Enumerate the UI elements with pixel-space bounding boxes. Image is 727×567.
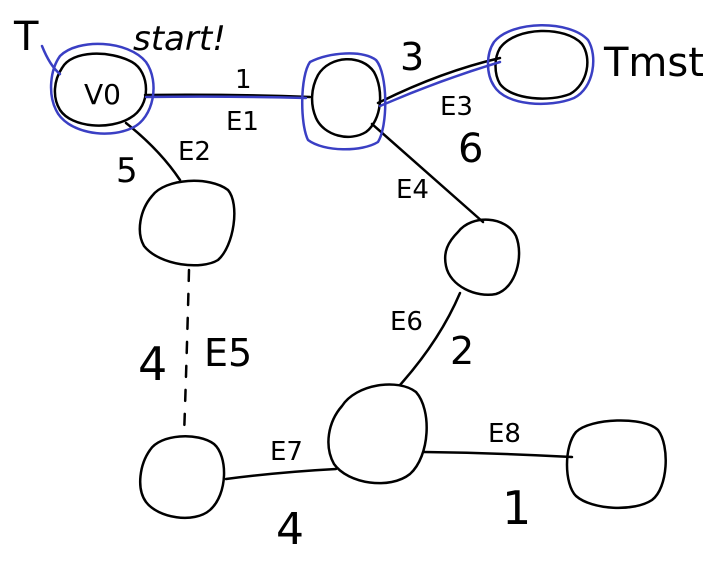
edge-e2-weight: 5 [116, 151, 138, 191]
node-top-middle [310, 58, 382, 139]
edge-e1-line [143, 93, 312, 99]
e3-highlight-line [378, 60, 502, 108]
top-middle-highlight-box [301, 52, 387, 151]
edge-e4-name: E4 [396, 175, 429, 205]
node-top-right [494, 29, 589, 100]
tmst-label: Tmst [603, 40, 704, 86]
edge-e6-weight: 2 [450, 329, 474, 373]
t-label: T [13, 14, 39, 60]
edge-e3-name: E3 [440, 92, 473, 122]
v0-node-label: V0 [84, 78, 121, 111]
edge-e2-name: E2 [178, 137, 211, 167]
node-bottom-right [565, 419, 667, 510]
edge-e5-name: E5 [204, 331, 252, 375]
node-left-upper [138, 179, 236, 267]
edge-e7-weight: 4 [276, 504, 304, 555]
node-right-middle [443, 218, 521, 297]
start-label: start! [133, 19, 226, 59]
edge-e8-name: E8 [488, 419, 521, 449]
node-bottom-left [138, 435, 226, 519]
edge-e4-weight: 6 [458, 126, 483, 172]
e1-highlight-line [144, 95, 308, 100]
edge-e8-line [422, 450, 574, 459]
edge-e6-name: E6 [390, 307, 423, 337]
edge-e5-line [182, 268, 191, 438]
tree-highlight [40, 24, 595, 151]
edge-e1-name: E1 [226, 107, 259, 137]
node-v0 [53, 52, 148, 127]
edge-e7-name: E7 [270, 437, 303, 467]
edge-e3-weight: 3 [400, 35, 424, 79]
top-right-highlight-ring [486, 24, 595, 106]
edge-e1-weight: 1 [235, 65, 252, 95]
edge-e3-line [376, 56, 502, 105]
v0-highlight-ring [49, 42, 155, 135]
node-center-lower [327, 383, 428, 485]
edge-e7-line [224, 467, 338, 481]
t-hook-stroke [40, 44, 62, 76]
edge-e4-line [370, 122, 485, 224]
edge-e5-weight: 4 [138, 337, 167, 391]
edge-e6-line [398, 291, 462, 387]
edge-e8-weight: 1 [502, 481, 531, 535]
